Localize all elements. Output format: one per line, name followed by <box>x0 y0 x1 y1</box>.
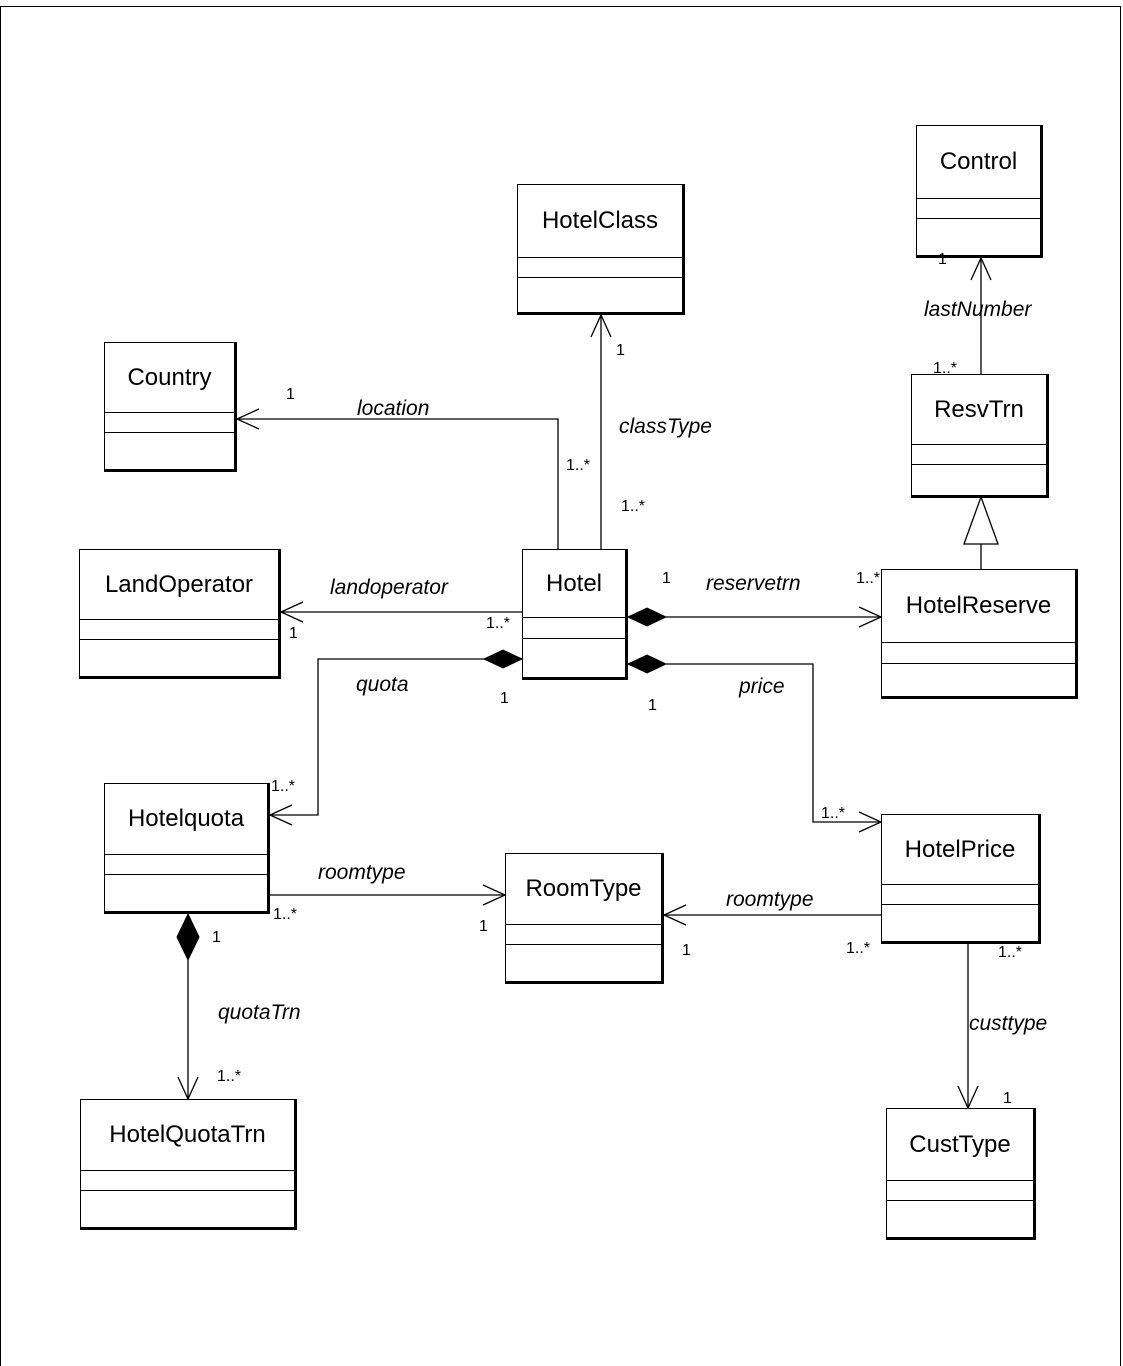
label-landoperator: landoperator <box>330 576 448 599</box>
mult-custtype: 1 <box>1003 1090 1012 1107</box>
label-location: location <box>357 397 430 420</box>
class-name: HotelQuotaTrn <box>81 1100 294 1171</box>
mult-hotelquotatrn: 1..* <box>217 1068 242 1085</box>
mult-hotelprice: 1..* <box>821 805 846 822</box>
operations-section <box>506 945 661 981</box>
mult-hotelclass: 1 <box>616 342 625 359</box>
class-hotel-class: HotelClass <box>517 184 685 315</box>
label-quota-trn: quotaTrn <box>218 1001 301 1024</box>
mult-hotel-class: 1..* <box>621 498 646 515</box>
attributes-section <box>518 258 682 278</box>
mult-hotelprice-cust: 1..* <box>998 944 1023 961</box>
mult-roomtype-quota: 1 <box>479 918 488 935</box>
page-frame <box>0 6 1121 1366</box>
attributes-section <box>81 1171 294 1191</box>
composition-diamond <box>626 654 668 674</box>
arrowhead-open <box>279 601 304 623</box>
label-roomtype-price: roomtype <box>726 888 814 911</box>
mult-hotelprice-room: 1..* <box>846 940 871 957</box>
mult-control: 1 <box>938 251 947 268</box>
attributes-section <box>105 413 234 433</box>
label-class-type: classType <box>619 415 712 438</box>
class-name: LandOperator <box>80 550 278 620</box>
mult-hotel-land: 1..* <box>486 615 511 632</box>
attributes-section <box>887 1181 1033 1201</box>
mult-landoperator: 1 <box>289 625 298 642</box>
label-last-number: lastNumber <box>924 298 1032 321</box>
label-price: price <box>739 675 785 698</box>
class-control: Control <box>916 125 1043 258</box>
connector-quota <box>270 658 485 816</box>
composition-diamond <box>626 607 668 627</box>
composition-diamond <box>482 649 524 669</box>
attributes-section <box>912 445 1046 465</box>
class-hotel-quota: Hotelquota <box>104 783 270 914</box>
operations-section <box>80 640 278 676</box>
class-hotel: Hotel <box>522 549 628 680</box>
operations-section <box>882 905 1038 941</box>
operations-section <box>882 664 1075 696</box>
operations-section <box>518 278 682 312</box>
label-roomtype-quota: roomtype <box>318 861 406 884</box>
class-resv-trn: ResvTrn <box>911 374 1049 498</box>
class-name: HotelPrice <box>882 815 1038 885</box>
connector-price <box>666 663 881 823</box>
class-name: Control <box>917 126 1040 199</box>
class-name: Hotelquota <box>105 784 267 855</box>
attributes-section <box>917 199 1040 219</box>
class-name: RoomType <box>506 854 661 925</box>
mult-hotel-reserve: 1 <box>662 570 671 587</box>
attributes-section <box>506 925 661 945</box>
operations-section <box>523 639 625 677</box>
generalization-triangle <box>963 495 999 545</box>
operations-section <box>105 433 234 469</box>
operations-section <box>917 219 1040 255</box>
mult-hotelquota-trn: 1 <box>212 929 221 946</box>
operations-section <box>912 465 1046 495</box>
arrowhead-open <box>590 313 612 338</box>
class-name: HotelClass <box>518 185 682 258</box>
mult-country: 1 <box>286 386 295 403</box>
class-name: Hotel <box>523 550 625 618</box>
class-country: Country <box>104 342 237 472</box>
mult-hotel-price: 1 <box>648 697 657 714</box>
mult-roomtype-price: 1 <box>682 942 691 959</box>
class-hotel-quota-trn: HotelQuotaTrn <box>80 1099 297 1230</box>
mult-hotelquota: 1..* <box>271 778 296 795</box>
class-room-type: RoomType <box>505 853 664 984</box>
attributes-section <box>882 885 1038 905</box>
label-quota: quota <box>356 673 409 696</box>
label-reservetrn: reservetrn <box>706 572 801 595</box>
operations-section <box>887 1201 1033 1237</box>
mult-hotelquota-room: 1..* <box>273 906 298 923</box>
arrowhead-open <box>268 804 293 826</box>
class-hotel-reserve: HotelReserve <box>881 569 1078 699</box>
attributes-section <box>80 620 278 640</box>
class-name: HotelReserve <box>882 570 1075 643</box>
operations-section <box>81 1191 294 1227</box>
mult-resvtrn: 1..* <box>933 360 958 377</box>
class-name: ResvTrn <box>912 375 1046 445</box>
mult-hotel-location: 1..* <box>566 457 591 474</box>
attributes-section <box>523 618 625 639</box>
connector-location <box>237 418 559 549</box>
mult-hotel-quota: 1 <box>500 690 509 707</box>
class-name: CustType <box>887 1109 1033 1181</box>
label-custtype: custtype <box>969 1012 1048 1035</box>
arrowhead-open <box>662 904 687 926</box>
arrowhead-open <box>970 256 992 281</box>
class-cust-type: CustType <box>886 1108 1036 1240</box>
class-hotel-price: HotelPrice <box>881 814 1041 944</box>
attributes-section <box>105 855 267 875</box>
class-name: Country <box>105 343 234 413</box>
operations-section <box>105 875 267 911</box>
composition-diamond <box>176 912 200 962</box>
attributes-section <box>882 643 1075 664</box>
mult-hotelreserve: 1..* <box>856 570 881 587</box>
class-land-operator: LandOperator <box>79 549 281 679</box>
arrowhead-open <box>235 408 260 430</box>
